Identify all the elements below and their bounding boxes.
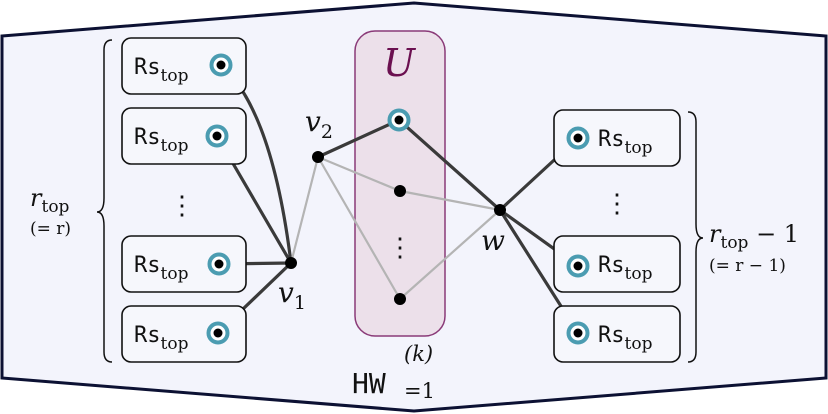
svg-text:Rstop: Rstop — [598, 253, 653, 284]
edge-u3-w — [398, 208, 502, 301]
right-gadget-3: Rstop — [553, 305, 681, 363]
vertex-v2 — [312, 151, 324, 163]
gadget-label: Rs — [598, 323, 625, 348]
left-gadget-3: Rstop — [121, 235, 247, 293]
svg-text:Rstop: Rstop — [598, 127, 653, 158]
right-gadget-1: Rstop — [553, 109, 681, 167]
gadget-label: Rs — [598, 253, 625, 278]
port-vertex-dot-R1 — [573, 133, 583, 143]
port-vertex-dot-L2 — [212, 131, 222, 141]
right-gadget-2: Rstop — [553, 235, 681, 293]
left-gadget-1: Rstop — [121, 37, 247, 95]
right-ellipsis: ⋮ — [604, 189, 630, 219]
u-region-label: U — [383, 41, 417, 85]
gadget-label: Rs — [134, 253, 161, 278]
right-brace — [687, 111, 704, 363]
vertex-label-v1: v1 — [278, 276, 306, 314]
port-vertex-dot-L4 — [213, 328, 223, 338]
svg-text:Rstop: Rstop — [134, 55, 189, 86]
u-ellipsis: ⋮ — [387, 233, 413, 263]
vertex-u3 — [394, 293, 406, 305]
edge-u1-w — [397, 118, 502, 212]
left-gadget-4: Rstop — [121, 305, 247, 363]
edge-v2-u1 — [316, 118, 401, 159]
vertex-w — [494, 204, 506, 216]
right-group-note: (= r − 1) — [709, 256, 786, 276]
port-vertex-dot-L1 — [216, 60, 226, 70]
vertices — [205, 53, 590, 345]
port-vertex-dot-u1 — [394, 115, 404, 125]
left-brace — [96, 39, 113, 363]
gadget-label: Rs — [598, 127, 625, 152]
vertex-label-v2: v2 — [305, 105, 333, 143]
left-gadget-2: Rstop — [121, 107, 247, 165]
left-group-label: rtop — [30, 184, 70, 217]
gadget-label: Rs — [134, 125, 161, 150]
svg-text:Rstop: Rstop — [134, 323, 189, 354]
vertex-u2 — [394, 185, 406, 197]
edge-v1-v2 — [289, 155, 320, 265]
left-ellipsis: ⋮ — [169, 191, 195, 221]
u-region-caption: HW(k)=1 — [352, 342, 435, 403]
port-vertex-dot-L3 — [214, 259, 224, 269]
edge-v2-u3 — [316, 155, 402, 301]
edge-u2-w — [398, 189, 502, 212]
gadget-label: Rs — [134, 323, 161, 348]
edge-v2-u2 — [316, 155, 402, 193]
gadget-label: Rs — [134, 55, 161, 80]
right-group-label: rtop − 1 — [709, 220, 799, 253]
svg-text:Rstop: Rstop — [134, 253, 189, 284]
svg-text:Rstop: Rstop — [598, 323, 653, 354]
left-group-note: (= r) — [30, 219, 71, 239]
port-vertex-dot-R2 — [573, 261, 583, 271]
vertex-v1 — [285, 257, 297, 269]
port-vertex-dot-R3 — [573, 328, 583, 338]
svg-text:Rstop: Rstop — [134, 125, 189, 156]
vertex-label-w: w — [481, 224, 505, 257]
